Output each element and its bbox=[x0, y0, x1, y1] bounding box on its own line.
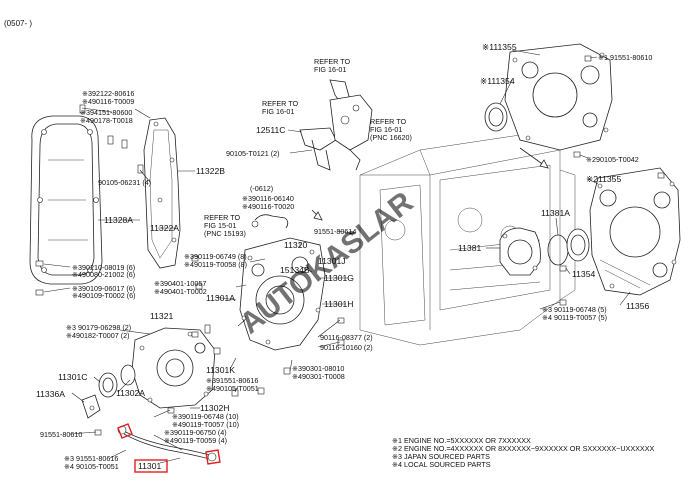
label-91551-80614: 91551-80614 bbox=[314, 227, 356, 236]
label-490182: ※490182-T0007 (2) bbox=[66, 331, 130, 340]
ref-3-line2: FIG 16-01 bbox=[370, 125, 402, 134]
label-290105: ※290105-T0042 bbox=[586, 155, 639, 164]
label-0612: (-0612) bbox=[250, 184, 273, 193]
label-11354-top: ※111354 bbox=[480, 76, 515, 86]
label-11301g: 11301G bbox=[324, 273, 354, 283]
legend-4: ※4 LOCAL SOURCED PARTS bbox=[392, 460, 491, 469]
label-91551-80610-t: ※1 91551-80610 bbox=[598, 53, 652, 62]
label-4-90105-t0051: ※4 90105-T0051 bbox=[64, 462, 119, 471]
oil-seal-upper[interactable] bbox=[484, 102, 508, 132]
ref-2-line2: FIG 16-01 bbox=[262, 107, 294, 116]
label-490178: ※490178-T0018 bbox=[80, 116, 133, 125]
end-plate-upper[interactable] bbox=[504, 43, 613, 158]
label-15134b: 15134B bbox=[280, 265, 310, 275]
ref-4-line2: FIG 15-01 bbox=[204, 221, 236, 230]
label-490105-t0051: ※490105-T0051 bbox=[206, 384, 259, 393]
label-390119-06749: ※390119-06749 (8) bbox=[184, 252, 247, 261]
leader-lines bbox=[43, 49, 631, 464]
label-11301j: 11301J bbox=[318, 256, 346, 266]
legend-3: ※3 JAPAN SOURCED PARTS bbox=[392, 452, 490, 461]
ref-3-line1: REFER TO bbox=[370, 117, 406, 126]
label-91551-80610-b: 91551-80610 bbox=[40, 430, 82, 439]
ref-1-line2: FIG 16-01 bbox=[314, 65, 346, 74]
legend-2: ※2 ENGINE NO.=4XXXXXX OR 8XXXXXX~9XXXXXX… bbox=[392, 444, 654, 453]
highlight-11301 bbox=[134, 459, 168, 473]
label-11336a: 11336A bbox=[36, 389, 65, 399]
label-490119-t0057-5: ※4 90119-T0057 (5) bbox=[542, 313, 607, 322]
label-90116-10160: 90116-10160 (2) bbox=[320, 343, 373, 352]
label-490116-t0009: ※490116-T0009 bbox=[82, 97, 134, 106]
label-11356: 11356 bbox=[626, 301, 649, 311]
ref-4-line1: REFER TO bbox=[204, 213, 240, 222]
label-11301k: 11301K bbox=[206, 365, 235, 375]
label-391551: ※391551-80616 bbox=[206, 376, 258, 385]
label-490301: ※490301-T0008 bbox=[292, 372, 345, 381]
label-11302a: 11302A bbox=[116, 388, 145, 398]
timing-cover-gasket[interactable] bbox=[143, 117, 181, 269]
rear-oil-seal[interactable] bbox=[547, 228, 590, 306]
engine-mount-bracket[interactable] bbox=[299, 79, 373, 171]
oil-seal-retainer[interactable] bbox=[499, 227, 541, 276]
label-490401: ※490401-T0002 bbox=[154, 287, 207, 296]
timing-gear-cover[interactable] bbox=[29, 115, 103, 285]
label-490109: ※490109-T0002 (6) bbox=[72, 291, 136, 300]
label-490119-t0058: ※490119-T0058 (8) bbox=[184, 260, 247, 269]
label-390116-06140: ※390116-06140 bbox=[242, 194, 294, 203]
label-11321: 11321 bbox=[150, 311, 173, 321]
footnote-legend: ※1 ENGINE NO.=5XXXXXX OR 7XXXXXX ※2 ENGI… bbox=[392, 436, 654, 469]
label-390210: ※390210-08019 (6) bbox=[72, 263, 135, 272]
label-3-91551-80616: ※3 91551-80616 bbox=[64, 454, 118, 463]
oil-pipe-fitting[interactable] bbox=[251, 214, 289, 229]
direction-arrow bbox=[311, 147, 549, 221]
label-390179: ※3 90179-06298 (2) bbox=[66, 323, 131, 332]
label-11301: 11301 bbox=[138, 461, 161, 471]
cover-plate[interactable] bbox=[81, 394, 101, 419]
ref-1-line1: REFER TO bbox=[314, 57, 350, 66]
label-11354: 11354 bbox=[572, 269, 595, 279]
legend-1: ※1 ENGINE NO.=5XXXXXX OR 7XXXXXX bbox=[392, 436, 531, 445]
label-390119-06750: ※390119-06750 (4) bbox=[164, 428, 227, 437]
label-11355: ※111355 bbox=[482, 42, 517, 52]
timing-gear-case[interactable] bbox=[239, 237, 326, 351]
oil-pipe-11301[interactable] bbox=[117, 423, 221, 465]
label-390119-06748-5: ※3 90119-06748 (5) bbox=[542, 305, 607, 314]
label-390119-06748-10: ※390119-06748 (10) bbox=[172, 412, 239, 421]
label-11320: 11320 bbox=[284, 240, 307, 250]
label-11328a: 11328A bbox=[104, 215, 133, 225]
ref-4-line3: (PNC 15193) bbox=[204, 229, 246, 238]
label-11302h: 11302H bbox=[200, 403, 229, 413]
part-labels: ※392122-80616 ※490116-T0009 ※394151-8060… bbox=[36, 42, 652, 471]
label-11301a: 11301A bbox=[206, 293, 235, 303]
timing-gear-case-cover[interactable] bbox=[131, 327, 216, 409]
label-90105-06231: 90105-06231 (4) bbox=[98, 178, 151, 187]
diagram-code: (0507- ) bbox=[4, 19, 32, 28]
label-390109: ※390109-06017 (6) bbox=[72, 284, 135, 293]
label-394151: ※394151-80600 bbox=[80, 108, 132, 117]
label-11381a: 11381A bbox=[541, 208, 570, 218]
label-490080: ※490080-21002 (6) bbox=[72, 270, 135, 279]
label-392122: ※392122-80616 bbox=[82, 89, 134, 98]
label-11301c: 11301C bbox=[58, 372, 87, 382]
label-11301h: 11301H bbox=[324, 299, 353, 309]
ref-3-line3: (PNC 16620) bbox=[370, 133, 412, 142]
label-11322b: 11322B bbox=[196, 166, 225, 176]
label-490119-t0059: ※490119-T0059 (4) bbox=[164, 436, 227, 445]
label-90116-08377: 90116-08377 (2) bbox=[320, 333, 373, 342]
bolt-set-left[interactable] bbox=[35, 104, 144, 296]
label-11381: 11381 bbox=[458, 243, 481, 253]
label-12511c: 12511C bbox=[256, 125, 285, 135]
label-490119-t0057-10: ※490119-T0057 (10) bbox=[172, 420, 239, 429]
label-90105-t0121: 90105-T0121 (2) bbox=[226, 149, 280, 158]
ref-2-line1: REFER TO bbox=[262, 99, 298, 108]
bolt-set-center[interactable] bbox=[94, 255, 345, 436]
label-11322a: 11322A bbox=[150, 223, 179, 233]
label-390301: ※390301-08010 bbox=[292, 364, 344, 373]
label-211355: ※211355 bbox=[586, 174, 621, 184]
oil-seal-front[interactable] bbox=[98, 364, 136, 398]
label-390401: ※390401-10057 bbox=[154, 279, 206, 288]
label-490116-t0020: ※490116-T0020 bbox=[242, 202, 294, 211]
end-plate-lower[interactable] bbox=[589, 167, 681, 296]
